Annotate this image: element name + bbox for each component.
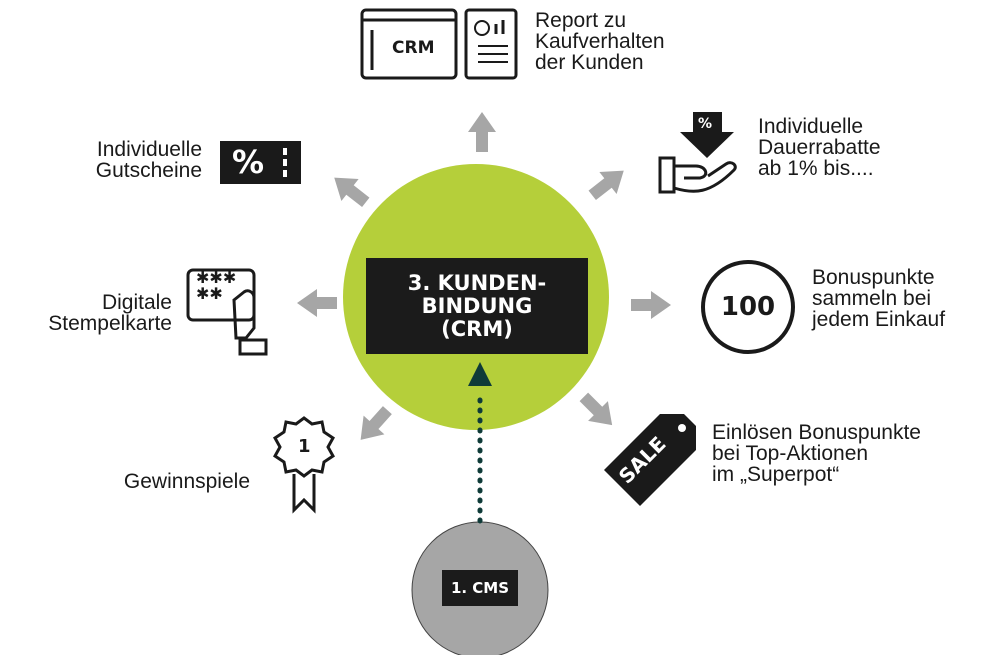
label-report: Report zu Kaufverhalten der Kunden: [535, 10, 665, 73]
crm-title-line3: (CRM): [441, 316, 513, 341]
label-einloesen: Einlösen Bonuspunkte bei Top-Aktionen im…: [712, 422, 921, 485]
crm-report-icon: [360, 8, 518, 80]
label-gutscheine: Individuelle Gutscheine: [40, 139, 202, 181]
einloesen-line1: Einlösen Bonuspunkte: [712, 421, 921, 444]
discount-hand-icon: [658, 112, 737, 194]
arrow-stempelkarte: [297, 289, 337, 317]
discount-percent: %: [698, 116, 713, 132]
einloesen-line2: bei Top-Aktionen: [712, 442, 869, 465]
stamp-card-stars: ✱✱✱✱✱: [196, 268, 237, 303]
points-value: 100: [720, 292, 776, 322]
label-stempelkarte: Digitale Stempelkarte: [0, 292, 172, 334]
crm-title-box: 3. KUNDEN- BINDUNG (CRM): [366, 258, 588, 354]
voucher-percent: %: [232, 143, 265, 181]
report-line1: Report zu: [535, 9, 627, 32]
crm-title-line2: BINDUNG: [421, 293, 533, 318]
label-bonuspunkte: Bonuspunkte sammeln bei jedem Einkauf: [812, 267, 945, 330]
report-line3: der Kunden: [535, 51, 644, 74]
stempelkarte-line2: Stempelkarte: [48, 312, 172, 335]
voucher-icon: [220, 141, 301, 184]
bonuspunkte-line3: jedem Einkauf: [812, 308, 946, 331]
einloesen-line3: im „Superpot“: [712, 463, 840, 486]
dauerrabatte-line3: ab 1% bis....: [758, 157, 874, 180]
bonuspunkte-line2: sammeln bei: [812, 287, 932, 310]
sale-tag-icon: [604, 414, 696, 506]
dauerrabatte-line2: Dauerrabatte: [758, 136, 881, 159]
cms-label: 1. CMS: [442, 570, 518, 606]
arrow-gewinnspiele: [360, 406, 392, 440]
connector-arrowhead: [468, 362, 492, 386]
crm-icon-label: CRM: [392, 38, 435, 58]
arrow-gutscheine: [334, 177, 370, 208]
stempelkarte-line1: Digitale: [101, 291, 172, 314]
dauerrabatte-line1: Individuelle: [758, 115, 864, 138]
points-circle-icon: [701, 260, 795, 354]
bonuspunkte-line1: Bonuspunkte: [812, 266, 935, 289]
label-gewinnspiele: Gewinnspiele: [60, 471, 250, 492]
arrow-einloesen: [579, 392, 613, 426]
arrow-bonuspunkte: [631, 291, 671, 319]
award-badge-icon: [273, 416, 335, 514]
gutscheine-line1: Individuelle: [96, 138, 202, 161]
award-number: 1: [298, 436, 311, 457]
crm-title-line1: 3. KUNDEN-: [407, 270, 547, 295]
arrow-report: [468, 112, 496, 152]
arrow-dauerrabatte: [588, 170, 624, 201]
report-line2: Kaufverhalten: [535, 30, 665, 53]
gewinnspiele-line1: Gewinnspiele: [123, 470, 250, 493]
label-dauerrabatte: Individuelle Dauerrabatte ab 1% bis....: [758, 116, 881, 179]
gutscheine-line2: Gutscheine: [95, 159, 202, 182]
stamp-card-icon: [186, 268, 268, 356]
